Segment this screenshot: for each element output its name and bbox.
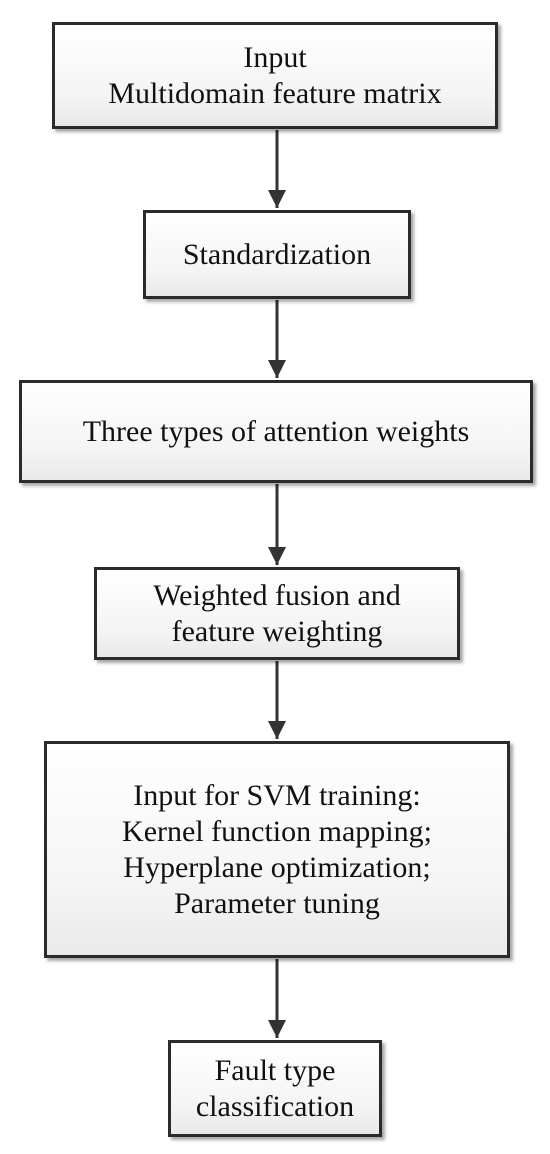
step-label-line: feature weighting [171, 614, 383, 648]
step-label-line: Fault type [214, 1053, 336, 1087]
step-standardization-box: Standardization [143, 210, 411, 299]
step-label-line: Hyperplane optimization; [123, 850, 431, 884]
step-svm-training-box: Input for SVM training: Kernel function … [44, 741, 510, 958]
step-weighted-fusion-box: Weighted fusion and feature weighting [94, 567, 460, 660]
step-fault-classification-box: Fault type classification [168, 1040, 382, 1137]
step-label-line: Kernel function mapping; [122, 814, 432, 848]
step-label-line: Standardization [182, 237, 372, 271]
step-label-line: classification [195, 1089, 355, 1123]
step-label-line: Three types of attention weights [82, 414, 470, 448]
step-label-line: Weighted fusion and [153, 578, 401, 612]
step-label-line: Input for SVM training: [133, 778, 421, 812]
step-label-line: Multidomain feature matrix [108, 76, 442, 110]
step-label-line: Input [243, 40, 307, 74]
step-label-line: Parameter tuning [174, 886, 380, 920]
step-input-box: Input Multidomain feature matrix [52, 22, 498, 129]
step-attention-weights-box: Three types of attention weights [19, 380, 533, 483]
